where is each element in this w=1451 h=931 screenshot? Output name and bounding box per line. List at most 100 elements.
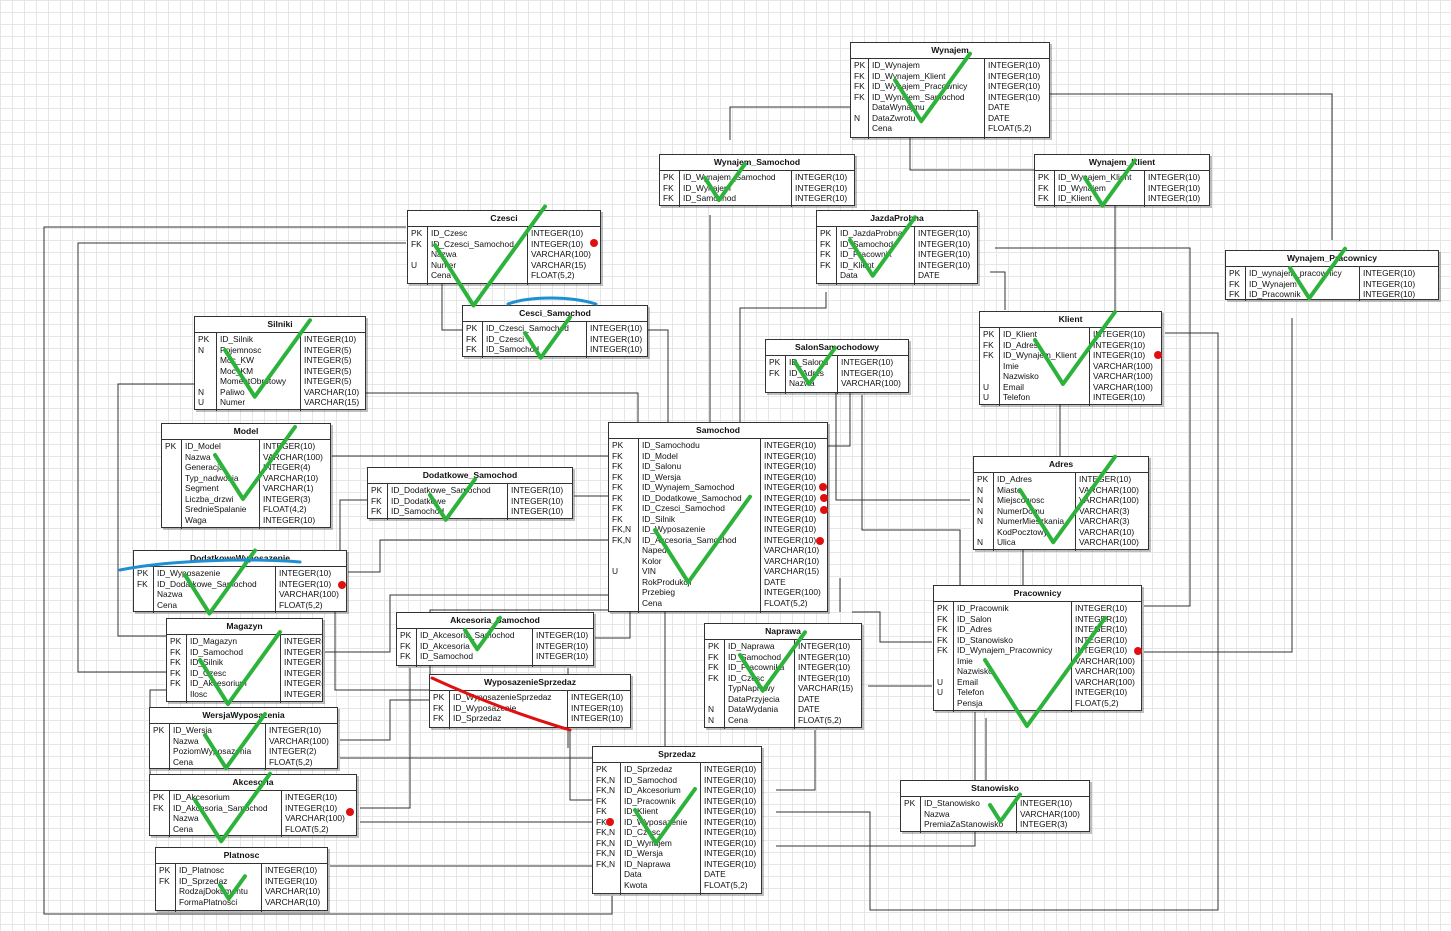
field-name: ID_Czesci	[486, 333, 525, 344]
key-marker: FK	[466, 333, 477, 344]
key-marker: FK	[371, 506, 382, 516]
key-marker: PK	[769, 357, 781, 367]
field-type: INTEGER(10)	[704, 837, 757, 848]
field-name: ID_Wynajem	[624, 837, 672, 848]
field-name: ID_Wersja	[642, 471, 681, 482]
field-name: ID_Stanowisko	[924, 798, 980, 808]
field-type: INTEGER(10)	[1020, 798, 1073, 808]
key-marker: FK	[170, 657, 181, 667]
key-marker: FK	[983, 350, 994, 360]
field-name: Cena	[728, 714, 749, 725]
field-name: ID_Wynajem_Samochod	[872, 91, 965, 102]
field-type-column: INTEGER(10)INTEGER(10)INTEGER(10)	[587, 322, 647, 358]
key-marker	[153, 757, 166, 768]
field-type: INTEGER(10)	[265, 865, 318, 875]
field-type: VARCHAR(100)	[1079, 495, 1139, 505]
field-type: INTEGER(10)	[918, 238, 971, 249]
field-type: INTEGER(10)	[590, 344, 643, 354]
field-type-column: INTEGER(10)INTEGER(10)INTEGER(10)	[1145, 171, 1209, 207]
key-marker: N	[198, 386, 205, 397]
field-name: ID_Czesci_Samochod	[486, 323, 569, 333]
field-type-column: INTEGER(10)INTEGER(10)VARCHAR(100)FLOAT(…	[282, 791, 356, 837]
field-type: FLOAT(5,2)	[1075, 697, 1119, 708]
field-type-column: INTEGER(10)VARCHAR(100)VARCHAR(100)VARCH…	[1076, 473, 1148, 551]
field-type: FLOAT(5,2)	[988, 123, 1032, 133]
field-name: FormaPlatnosci	[179, 896, 238, 907]
link-wyposazenie-sprzedaz-link	[334, 612, 430, 691]
field-name: ID_Czesc	[624, 827, 661, 837]
field-type: VARCHAR(100)	[1075, 676, 1135, 687]
field-type: VARCHAR(10)	[263, 472, 319, 483]
key-marker: PK	[1229, 268, 1241, 278]
field-type: INTEGER(10)	[1148, 172, 1201, 182]
link-naprawa-sprzedaz	[776, 730, 816, 791]
field-name: ID_Dodatkowe_Samochod	[391, 485, 491, 495]
field-type: INTEGER(10)	[285, 802, 338, 813]
key-marker: FK	[820, 259, 831, 270]
field-type-column: INTEGER(10)VARCHAR(100)INTEGER(4)VARCHAR…	[260, 440, 330, 529]
field-name: Nazwa	[185, 451, 211, 462]
key-marker: FK	[137, 578, 148, 589]
key-marker	[854, 123, 865, 134]
field-name: ID_Wynajem_Pracownicy	[872, 81, 968, 91]
field-type-column: INTEGER(10)INTEGER(10)INTEGER(10)	[568, 691, 630, 729]
key-marker: FK	[170, 667, 181, 678]
field-type: INTEGER(10)	[988, 70, 1041, 81]
field-name: Numer	[220, 397, 246, 407]
field-name: ID_Akcesoria_Samochod	[642, 534, 737, 545]
field-type-column: INTEGER(10)INTEGER(10)VARCHAR(100)VARCHA…	[528, 227, 600, 285]
field-name: ID_Model	[185, 441, 221, 451]
key-marker: FK	[159, 875, 170, 886]
key-marker: PK	[411, 228, 423, 238]
key-marker: PK	[137, 568, 149, 578]
field-type: INTEGER(10)	[1075, 645, 1128, 655]
field-type: INTEGER(10)	[1093, 392, 1146, 402]
field-name: ID_Wyposazenie	[642, 524, 706, 534]
field-type: VARCHAR(100)	[841, 378, 901, 388]
entity-title: Stanowisko	[901, 781, 1089, 797]
field-name: ID_Dodatkowe	[391, 495, 446, 506]
key-marker	[612, 587, 635, 598]
entity-title: Samochod	[609, 423, 827, 439]
field-type: DATE	[988, 102, 1010, 112]
link-silniki-samochod	[366, 392, 639, 422]
field-type: INTEGER(10)	[571, 713, 624, 723]
key-marker: FK	[153, 802, 164, 813]
field-type: INTEGER(10)	[704, 816, 757, 827]
field-type: VARCHAR(100)	[1020, 808, 1080, 819]
field-type: INTEGER(10)	[1075, 613, 1128, 624]
